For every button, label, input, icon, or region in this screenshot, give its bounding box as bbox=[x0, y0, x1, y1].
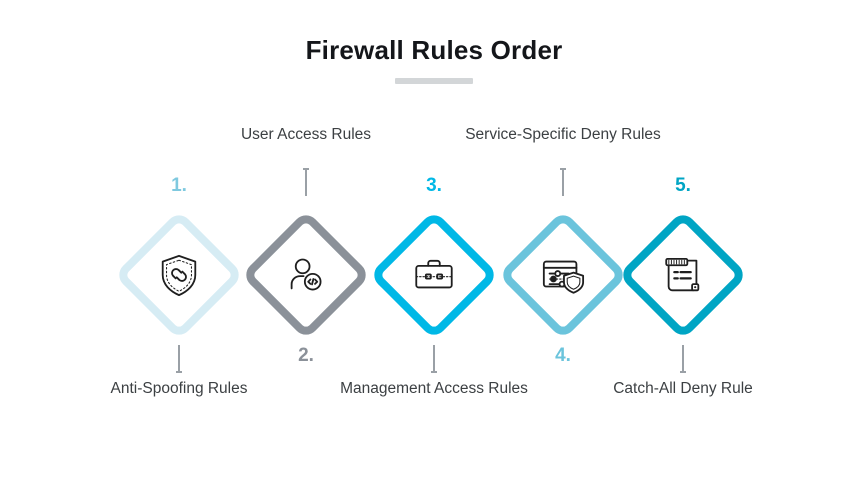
step-number-1: 1. bbox=[171, 175, 187, 196]
diamond-shape-3 bbox=[364, 205, 504, 345]
step-node-1[interactable] bbox=[109, 205, 249, 345]
connector-line-step-2 bbox=[303, 168, 309, 196]
page-title: Firewall Rules Order bbox=[305, 35, 563, 65]
connector-line-step-1 bbox=[176, 345, 182, 373]
diamond-shape-4 bbox=[493, 205, 633, 345]
connector-line-step-5 bbox=[680, 345, 686, 373]
step-number-3: 3. bbox=[426, 175, 442, 196]
step-number-2: 2. bbox=[298, 345, 314, 366]
step-caption-1: Anti-Spoofing Rules bbox=[110, 380, 248, 397]
diamond-shape-2 bbox=[236, 205, 376, 345]
step-number-4: 4. bbox=[555, 345, 571, 366]
step-number-5: 5. bbox=[675, 175, 691, 196]
shield-link-icon bbox=[109, 205, 249, 345]
diamond-shape-1 bbox=[109, 205, 249, 345]
title-block: Firewall Rules Order bbox=[0, 34, 868, 84]
user-code-icon bbox=[236, 205, 376, 345]
step-node-5[interactable] bbox=[613, 205, 753, 345]
step-caption-3: Management Access Rules bbox=[340, 380, 528, 397]
step-node-3[interactable] bbox=[364, 205, 504, 345]
briefcase-icon bbox=[364, 205, 504, 345]
step-caption-2: User Access Rules bbox=[240, 126, 372, 143]
step-caption-4: Service-Specific Deny Rules bbox=[465, 126, 661, 143]
connector-line-step-3 bbox=[431, 345, 437, 373]
scroll-document-icon bbox=[613, 205, 753, 345]
connector-line-step-4 bbox=[560, 168, 566, 196]
title-underline-rule bbox=[395, 78, 473, 84]
diamond-shape-5 bbox=[613, 205, 753, 345]
settings-shield-icon bbox=[493, 205, 633, 345]
step-caption-5: Catch-All Deny Rule bbox=[613, 380, 753, 397]
step-node-2[interactable] bbox=[236, 205, 376, 345]
step-node-4[interactable] bbox=[493, 205, 633, 345]
